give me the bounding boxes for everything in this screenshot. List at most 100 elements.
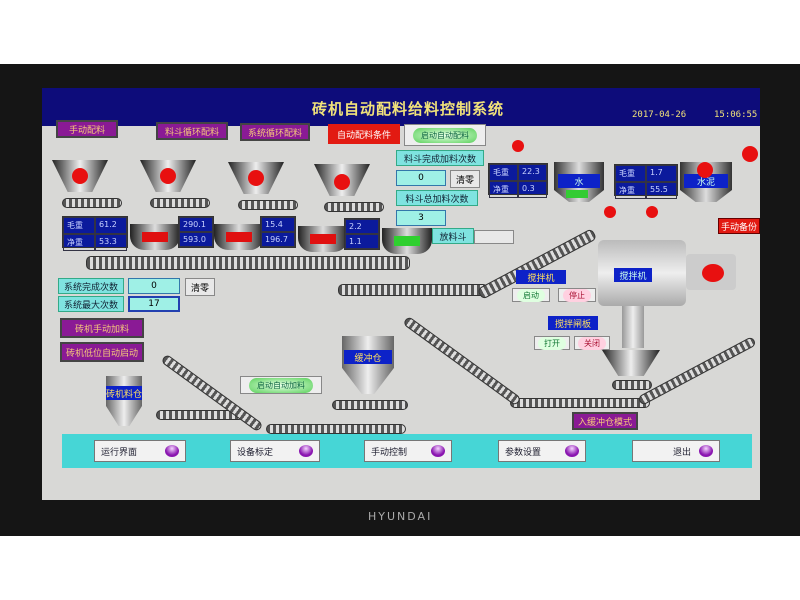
- gross-value: 2.2: [345, 219, 379, 234]
- aggregate-hopper-1: [52, 160, 122, 208]
- indicator-icon: [299, 445, 313, 457]
- brick-bin-label: 砖机料仓: [106, 386, 142, 400]
- net-value: 53.3: [95, 234, 127, 251]
- system-max-label: 系统最大次数: [58, 296, 124, 312]
- net-label: 净重: [489, 181, 518, 198]
- system-max-input[interactable]: 17: [128, 296, 180, 312]
- indicator-icon: [431, 445, 445, 457]
- start-label: 启动: [517, 288, 545, 302]
- hopper-total-value: 3: [396, 210, 446, 226]
- collecting-belt: [86, 256, 410, 270]
- buffer-mode-button[interactable]: 入缓冲仓模式: [572, 412, 638, 430]
- time-display: 15:06:55: [714, 110, 758, 120]
- brick-low-auto-button[interactable]: 砖机低位自动启动: [60, 342, 144, 362]
- transfer-belt: [338, 284, 488, 296]
- start-auto-label: 启动自动配料: [413, 127, 477, 143]
- start-auto-feed-button[interactable]: 启动自动加料: [240, 376, 322, 394]
- hopper-clear-button[interactable]: 清零: [450, 170, 480, 188]
- gate-open-button[interactable]: 打开: [534, 336, 570, 350]
- brick-manual-feed-button[interactable]: 砖机手动加料: [60, 318, 144, 338]
- mixer-stop-button[interactable]: 停止: [558, 288, 596, 302]
- nav-manual-control[interactable]: 手动控制: [364, 440, 452, 462]
- nav-exit[interactable]: 退出: [632, 440, 720, 462]
- aggregate-hopper-2: [140, 160, 210, 208]
- aggregate-hopper-3: [228, 162, 298, 210]
- gross-label: 毛重: [615, 165, 646, 182]
- system-clear-button[interactable]: 清零: [185, 278, 215, 296]
- discharge-hopper-field[interactable]: [474, 230, 514, 244]
- nav-label: 退出: [673, 447, 692, 458]
- gross-label: 毛重: [63, 217, 95, 234]
- weigh-bowl-2: [214, 224, 264, 250]
- open-label: 打开: [538, 336, 566, 350]
- net-label: 净重: [615, 182, 646, 199]
- weigh-bowl-3: [298, 226, 348, 252]
- mixer-start-button[interactable]: 启动: [512, 288, 550, 302]
- page-title: 砖机自动配料给料控制系统: [312, 100, 505, 118]
- weigh-bowl-1: [130, 224, 180, 250]
- valve-indicator: [334, 174, 350, 190]
- net-value: 593.0: [179, 232, 213, 247]
- date-display: 2017-04-26: [632, 110, 687, 120]
- cement-tank-label: 水泥: [684, 174, 728, 188]
- buffer-out-belt: [332, 400, 408, 410]
- mixer-gate-title: 搅拌闸板: [548, 316, 598, 330]
- manual-batching-button[interactable]: 手动配料: [56, 120, 118, 138]
- indicator-icon: [165, 445, 179, 457]
- net-label: 净重: [63, 234, 95, 251]
- bottom-belt: [510, 398, 650, 408]
- system-done-value: 0: [128, 278, 180, 294]
- nav-label: 设备标定: [237, 447, 274, 458]
- gate-close-button[interactable]: 关闭: [574, 336, 610, 350]
- indicator-icon: [565, 445, 579, 457]
- down-belt: [402, 315, 522, 407]
- brick-bin: [106, 376, 142, 426]
- hopper-done-label: 料斗完成加料次数: [396, 150, 484, 166]
- hopper-total-label: 料斗总加料次数: [396, 190, 478, 206]
- hopper-done-value: 0: [396, 170, 446, 186]
- stop-label: 停止: [563, 288, 591, 302]
- valve-indicator: [72, 168, 88, 184]
- net-value: 0.3: [518, 181, 547, 198]
- weigh-bowl-4: [382, 228, 432, 254]
- mixer-title: 搅拌机: [516, 270, 566, 284]
- mixer-discharge-hopper: [602, 350, 660, 376]
- buffer-belt: [266, 424, 406, 434]
- valve-indicator: [160, 168, 176, 184]
- gross-value: 1.7: [646, 165, 677, 182]
- gross-value: 61.2: [95, 217, 127, 234]
- manual-backup-button[interactable]: 手动备份: [718, 218, 760, 234]
- nav-calibration[interactable]: 设备标定: [230, 440, 320, 462]
- hopper-cycle-button[interactable]: 料斗循环配料: [156, 122, 228, 140]
- mixer-chute: [622, 306, 644, 348]
- nav-parameters[interactable]: 参数设置: [498, 440, 586, 462]
- screw-motor-icon: [742, 146, 758, 162]
- system-done-label: 系统完成次数: [58, 278, 124, 294]
- valve-indicator: [248, 170, 264, 186]
- mixer-label: 搅拌机: [614, 268, 652, 282]
- indicator-icon: [699, 445, 713, 457]
- start-auto-batching-button[interactable]: 启动自动配料: [404, 124, 486, 146]
- net-value: 1.1: [345, 234, 379, 249]
- start-auto-feed-label: 启动自动加料: [249, 377, 313, 393]
- cement-discharge-valve-icon: [646, 206, 658, 218]
- gross-value: 15.4: [261, 217, 295, 232]
- net-value: 55.5: [646, 182, 677, 199]
- nav-label: 手动控制: [371, 447, 408, 458]
- hmi-screen: 砖机自动配料给料控制系统 2017-04-26 15:06:55 手动配料 料斗…: [42, 88, 760, 500]
- system-cycle-button[interactable]: 系统循环配料: [240, 123, 310, 141]
- nav-label: 参数设置: [505, 447, 542, 458]
- aggregate-hopper-4: [314, 164, 384, 212]
- nav-run-screen[interactable]: 运行界面: [94, 440, 186, 462]
- title-bar: 砖机自动配料给料控制系统 2017-04-26 15:06:55: [42, 88, 760, 126]
- water-tank-label: 水: [558, 174, 600, 188]
- auto-condition-indicator: 自动配料条件: [328, 124, 400, 144]
- mixer-motor-indicator: [702, 264, 724, 282]
- up-belt: [637, 336, 757, 406]
- nav-label: 运行界面: [101, 447, 138, 458]
